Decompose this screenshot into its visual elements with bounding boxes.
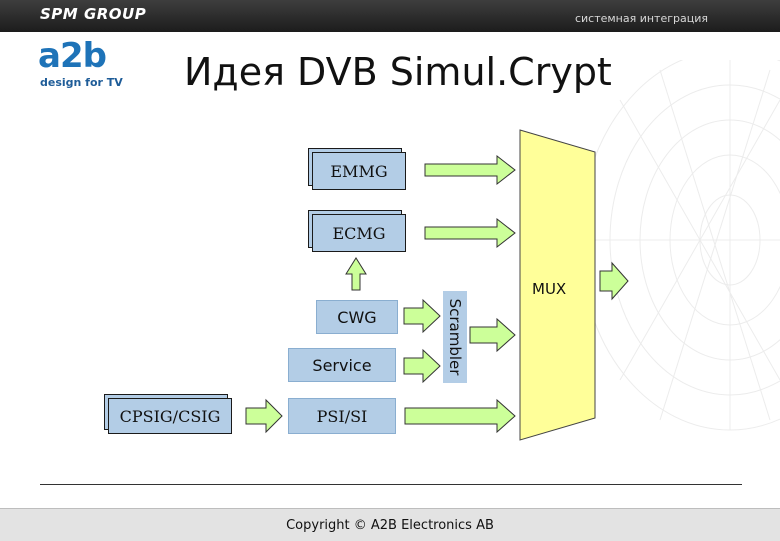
copyright-text: Copyright © A2B Electronics AB bbox=[286, 518, 494, 533]
ecmg-box: ECMG bbox=[312, 214, 406, 252]
scrambler-label: Scrambler bbox=[446, 298, 464, 376]
arrow-scrambler-mux bbox=[469, 317, 516, 353]
header-tagline: системная интеграция bbox=[574, 12, 708, 25]
footer-bar: Copyright © A2B Electronics AB bbox=[0, 508, 780, 541]
logo-mark: a2b bbox=[38, 36, 107, 76]
mux-label: MUX bbox=[532, 280, 567, 298]
arrow-psisi-mux bbox=[404, 398, 516, 434]
scrambler-box: Scrambler bbox=[443, 291, 467, 383]
arrow-emmg-mux bbox=[424, 154, 516, 186]
background-dish-decoration bbox=[579, 60, 780, 431]
psisi-box: PSI/SI bbox=[288, 398, 396, 434]
page-title: Идея DVB Simul.Crypt bbox=[184, 50, 612, 94]
arrow-cwg-scrambler bbox=[403, 298, 441, 334]
cwg-box: CWG bbox=[316, 300, 398, 334]
footer-divider bbox=[40, 484, 742, 485]
arrow-cpsig-psisi bbox=[245, 398, 283, 434]
arrow-cwg-ecmg bbox=[345, 257, 367, 291]
a2b-logo: a2b design for TV bbox=[38, 38, 148, 98]
mux-block bbox=[519, 129, 596, 441]
arrow-ecmg-mux bbox=[424, 217, 516, 249]
arrow-service-scrambler bbox=[403, 348, 441, 384]
emmg-box: EMMG bbox=[312, 152, 406, 190]
logo-subtitle: design for TV bbox=[40, 76, 123, 89]
cpsig-box: CPSIG/CSIG bbox=[108, 398, 232, 434]
arrow-mux-out bbox=[599, 261, 629, 301]
service-box: Service bbox=[288, 348, 396, 382]
header-bar: SPM GROUP системная интеграция bbox=[0, 0, 780, 32]
brand-logo-text: SPM GROUP bbox=[40, 5, 147, 23]
